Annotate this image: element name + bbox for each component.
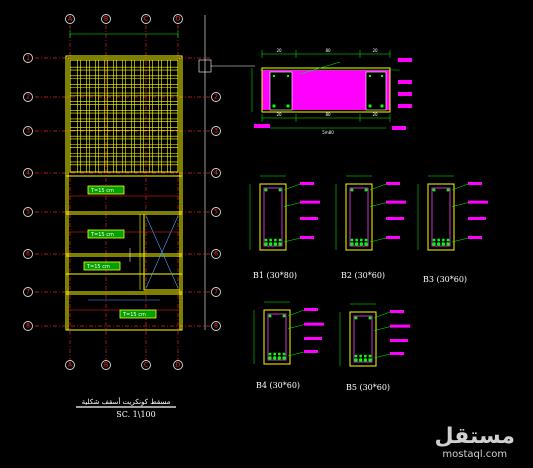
section-dim-top-2: 80 [325, 48, 331, 53]
watermark-domain: mostaql.com [442, 449, 508, 460]
col-label-a-top: A [68, 16, 73, 23]
row-bubbles: 1 2 3 4 5 6 7 8 2 3 4 5 6 7 8 [23, 53, 221, 331]
beam-b3: B3 (30*60) [417, 175, 488, 284]
row-label-6-right: 6 [214, 251, 218, 258]
section-detail: 20 80 20 20 80 20 5m80 [251, 48, 412, 135]
row-label-6-left: 6 [26, 251, 30, 258]
row-label-2-left: 2 [26, 94, 30, 101]
slab-tags: T=15 cm T=15 cm T=15 cm T=15 cm [83, 185, 157, 319]
plan-scale: SC. 1\100 [116, 410, 155, 419]
section-total-dim: 5m80 [322, 130, 334, 135]
beam-b5: B5 (30*60) [339, 303, 410, 392]
col-label-c-top: C [144, 16, 148, 23]
plan-title-block: مسقط كونكريت أسقف شكلية SC. 1\100 [76, 397, 176, 419]
row-label-4-left: 4 [26, 170, 30, 177]
beam-caption-b4: B4 (30*60) [256, 381, 300, 390]
col-label-a-bottom: A [68, 362, 73, 369]
beam-b4: B4 (30*60) [253, 301, 324, 390]
plan-title-arabic: مسقط كونكريت أسقف شكلية [82, 397, 171, 406]
section-dim-bottom-2: 80 [325, 112, 331, 117]
row-label-7-left: 7 [26, 289, 30, 296]
plan-slab [65, 55, 183, 331]
section-dim-top-1: 20 [276, 48, 282, 53]
beam-caption-b3: B3 (30*60) [423, 275, 467, 284]
beam-caption-b5: B5 (30*60) [346, 383, 390, 392]
col-label-d-top: D [176, 16, 181, 23]
row-label-3-left: 3 [26, 128, 30, 135]
row-label-7-right: 7 [214, 289, 218, 296]
beam-b1: B1 (30*80) [249, 175, 320, 280]
column-bubbles: A B C D A B C D [65, 14, 183, 370]
row-label-3-right: 3 [214, 128, 218, 135]
row-label-5-right: 5 [214, 209, 218, 216]
slab-tag-box-3 [83, 261, 121, 271]
row-label-2-right: 2 [214, 94, 218, 101]
section-dim-top-3: 20 [372, 48, 378, 53]
watermark-arabic: مستقل [434, 424, 515, 449]
beam-caption-b2: B2 (30*60) [341, 271, 385, 280]
slab-tag-box-2 [87, 229, 125, 239]
row-label-4-right: 4 [214, 170, 218, 177]
row-label-5-left: 5 [26, 209, 30, 216]
slab-tag-1: T=15 cm [90, 188, 114, 194]
slab-tag-4: T=15 cm [122, 312, 146, 318]
slab-tag-box-1 [87, 185, 125, 195]
row-label-8-left: 8 [26, 323, 30, 330]
slab-tag-box-4 [119, 309, 157, 319]
watermark: مستقل mostaql.com [434, 424, 515, 461]
beam-b2: B2 (30*60) [335, 175, 406, 280]
beam-caption-b1: B1 (30*80) [253, 271, 297, 280]
col-label-b-bottom: B [104, 362, 108, 369]
col-label-d-bottom: D [176, 362, 181, 369]
col-label-c-bottom: C [144, 362, 148, 369]
waffle-mesh [70, 60, 178, 172]
row-label-1-left: 1 [26, 55, 30, 62]
slab-tag-3: T=15 cm [86, 264, 110, 270]
plan-top-dimension [69, 30, 179, 38]
beam-sections: B1 (30*80) B2 (30*60) B3 (30*60) B4 (30*60)… [249, 175, 488, 392]
col-label-b-top: B [104, 16, 108, 23]
section-dim-bottom-3: 20 [372, 112, 378, 117]
slab-tag-2: T=15 cm [90, 232, 114, 238]
section-dim-bottom-1: 20 [276, 112, 282, 117]
row-label-8-right: 8 [214, 323, 218, 330]
